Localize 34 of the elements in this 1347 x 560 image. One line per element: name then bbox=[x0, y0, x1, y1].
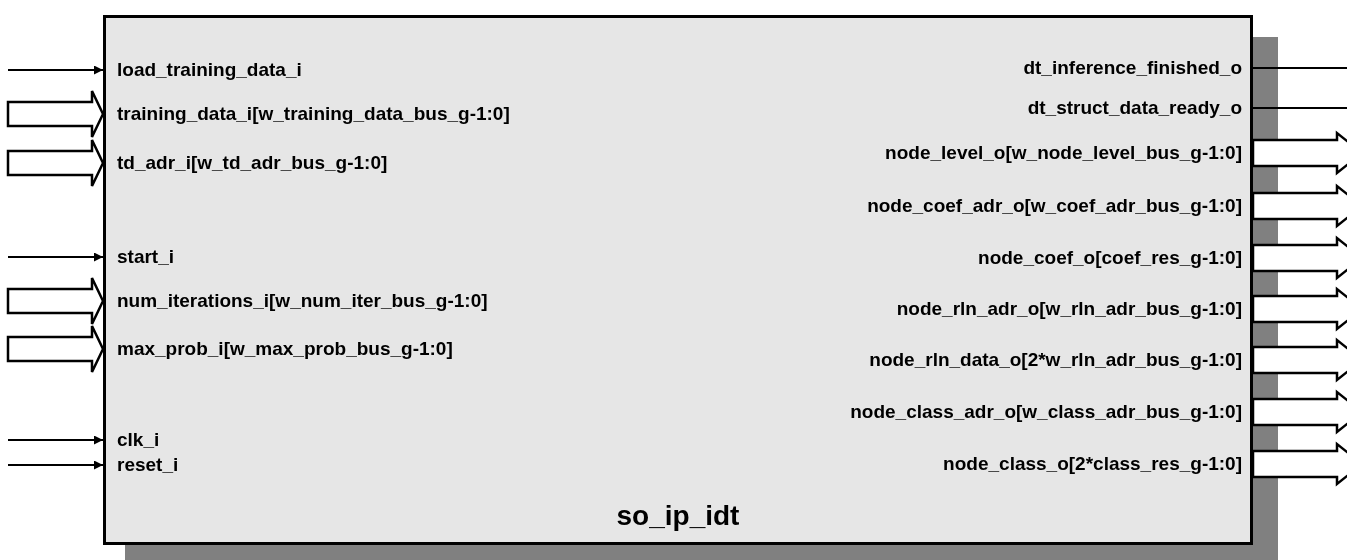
component-block bbox=[103, 15, 1253, 545]
output-port-label: node_rln_data_o[2*w_rln_adr_bus_g-1:0] bbox=[869, 349, 1242, 371]
bus-arrow bbox=[1251, 441, 1347, 487]
output-port-label: dt_struct_data_ready_o bbox=[1027, 97, 1242, 119]
input-port-label: reset_i bbox=[117, 454, 179, 476]
output-port-label: node_coef_adr_o[w_coef_adr_bus_g-1:0] bbox=[867, 195, 1242, 217]
bus-arrow bbox=[6, 276, 105, 326]
bus-arrow bbox=[1251, 389, 1347, 435]
signal-arrow bbox=[7, 435, 104, 445]
output-port-label: node_class_adr_o[w_class_adr_bus_g-1:0] bbox=[850, 401, 1242, 423]
output-port-label: node_class_o[2*class_res_g-1:0] bbox=[943, 453, 1242, 475]
signal-arrow bbox=[7, 460, 104, 470]
input-port-label: num_iterations_i[w_num_iter_bus_g-1:0] bbox=[117, 290, 488, 312]
bus-arrow bbox=[1251, 130, 1347, 176]
input-port-label: td_adr_i[w_td_adr_bus_g-1:0] bbox=[117, 152, 388, 174]
bus-arrow bbox=[6, 89, 105, 139]
input-port-label: start_i bbox=[117, 246, 175, 268]
bus-arrow bbox=[1251, 235, 1347, 281]
output-port-label: dt_inference_finished_o bbox=[1023, 57, 1242, 79]
output-port-label: node_rln_adr_o[w_rln_adr_bus_g-1:0] bbox=[896, 298, 1242, 320]
input-port-label: load_training_data_i bbox=[117, 59, 302, 81]
bus-arrow bbox=[1251, 286, 1347, 332]
bus-arrow bbox=[6, 324, 105, 374]
bus-arrow bbox=[1251, 337, 1347, 383]
bus-arrow bbox=[1251, 183, 1347, 229]
input-port-label: max_prob_i[w_max_prob_bus_g-1:0] bbox=[117, 338, 453, 360]
signal-arrow bbox=[7, 252, 104, 262]
signal-arrow bbox=[7, 65, 104, 75]
bus-arrow bbox=[6, 138, 105, 188]
input-port-label: clk_i bbox=[117, 429, 160, 451]
input-port-label: training_data_i[w_training_data_bus_g-1:0] bbox=[117, 103, 510, 125]
component-name: so_ip_idt bbox=[615, 500, 741, 532]
output-port-label: node_coef_o[coef_res_g-1:0] bbox=[978, 247, 1242, 269]
output-port-label: node_level_o[w_node_level_bus_g-1:0] bbox=[885, 142, 1242, 164]
